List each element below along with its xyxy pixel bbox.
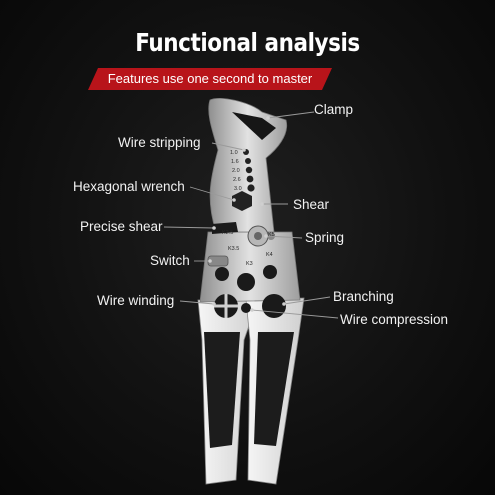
clamp-pointer (267, 111, 315, 119)
label-wire-compression: Wire compression (340, 312, 449, 327)
mark-k-mid: K3.5 (228, 246, 239, 252)
wire-winding-pointer (179, 300, 215, 305)
precise-shear-pointer (163, 226, 215, 229)
mark-k-bottom: K3 (246, 261, 253, 267)
label-spring: Spring (305, 230, 345, 245)
banner-text: Features use one second to master (107, 71, 313, 86)
label-clamp: Clamp (314, 102, 354, 117)
gauge-4: 2.6 (233, 177, 241, 183)
banner-background (88, 68, 332, 90)
label-shear: Shear (293, 197, 330, 212)
hexagonal-wrench-pointer (189, 186, 235, 201)
label-precise-shear: Precise shear (80, 219, 163, 234)
wire-compression-pointer (251, 309, 339, 319)
label-branching: Branching (333, 289, 394, 304)
label-wire-winding: Wire winding (97, 293, 175, 308)
gauge-2: 1.6 (231, 159, 239, 165)
left-grip (204, 332, 240, 448)
subtitle-banner: Features use one second to master (88, 68, 332, 90)
right-grip (254, 332, 294, 446)
gauge-3: 2.0 (232, 168, 240, 174)
gauge-5: 3.0 (234, 186, 242, 192)
wire-stripping-pointer (211, 142, 245, 151)
label-switch: Switch (150, 253, 190, 268)
label-hexagonal-wrench: Hexagonal wrench (73, 179, 185, 194)
mark-k-left: K2.5 (222, 230, 233, 236)
mark-k-bottom-right: K4 (266, 252, 273, 258)
mark-k-right: K5 (268, 232, 275, 238)
spring-pointer (265, 235, 303, 239)
branching-pointer (283, 296, 331, 305)
label-wire-stripping: Wire stripping (118, 135, 201, 150)
page-title: Functional analysis (135, 28, 360, 57)
gauge-1: 1.0 (230, 150, 238, 156)
